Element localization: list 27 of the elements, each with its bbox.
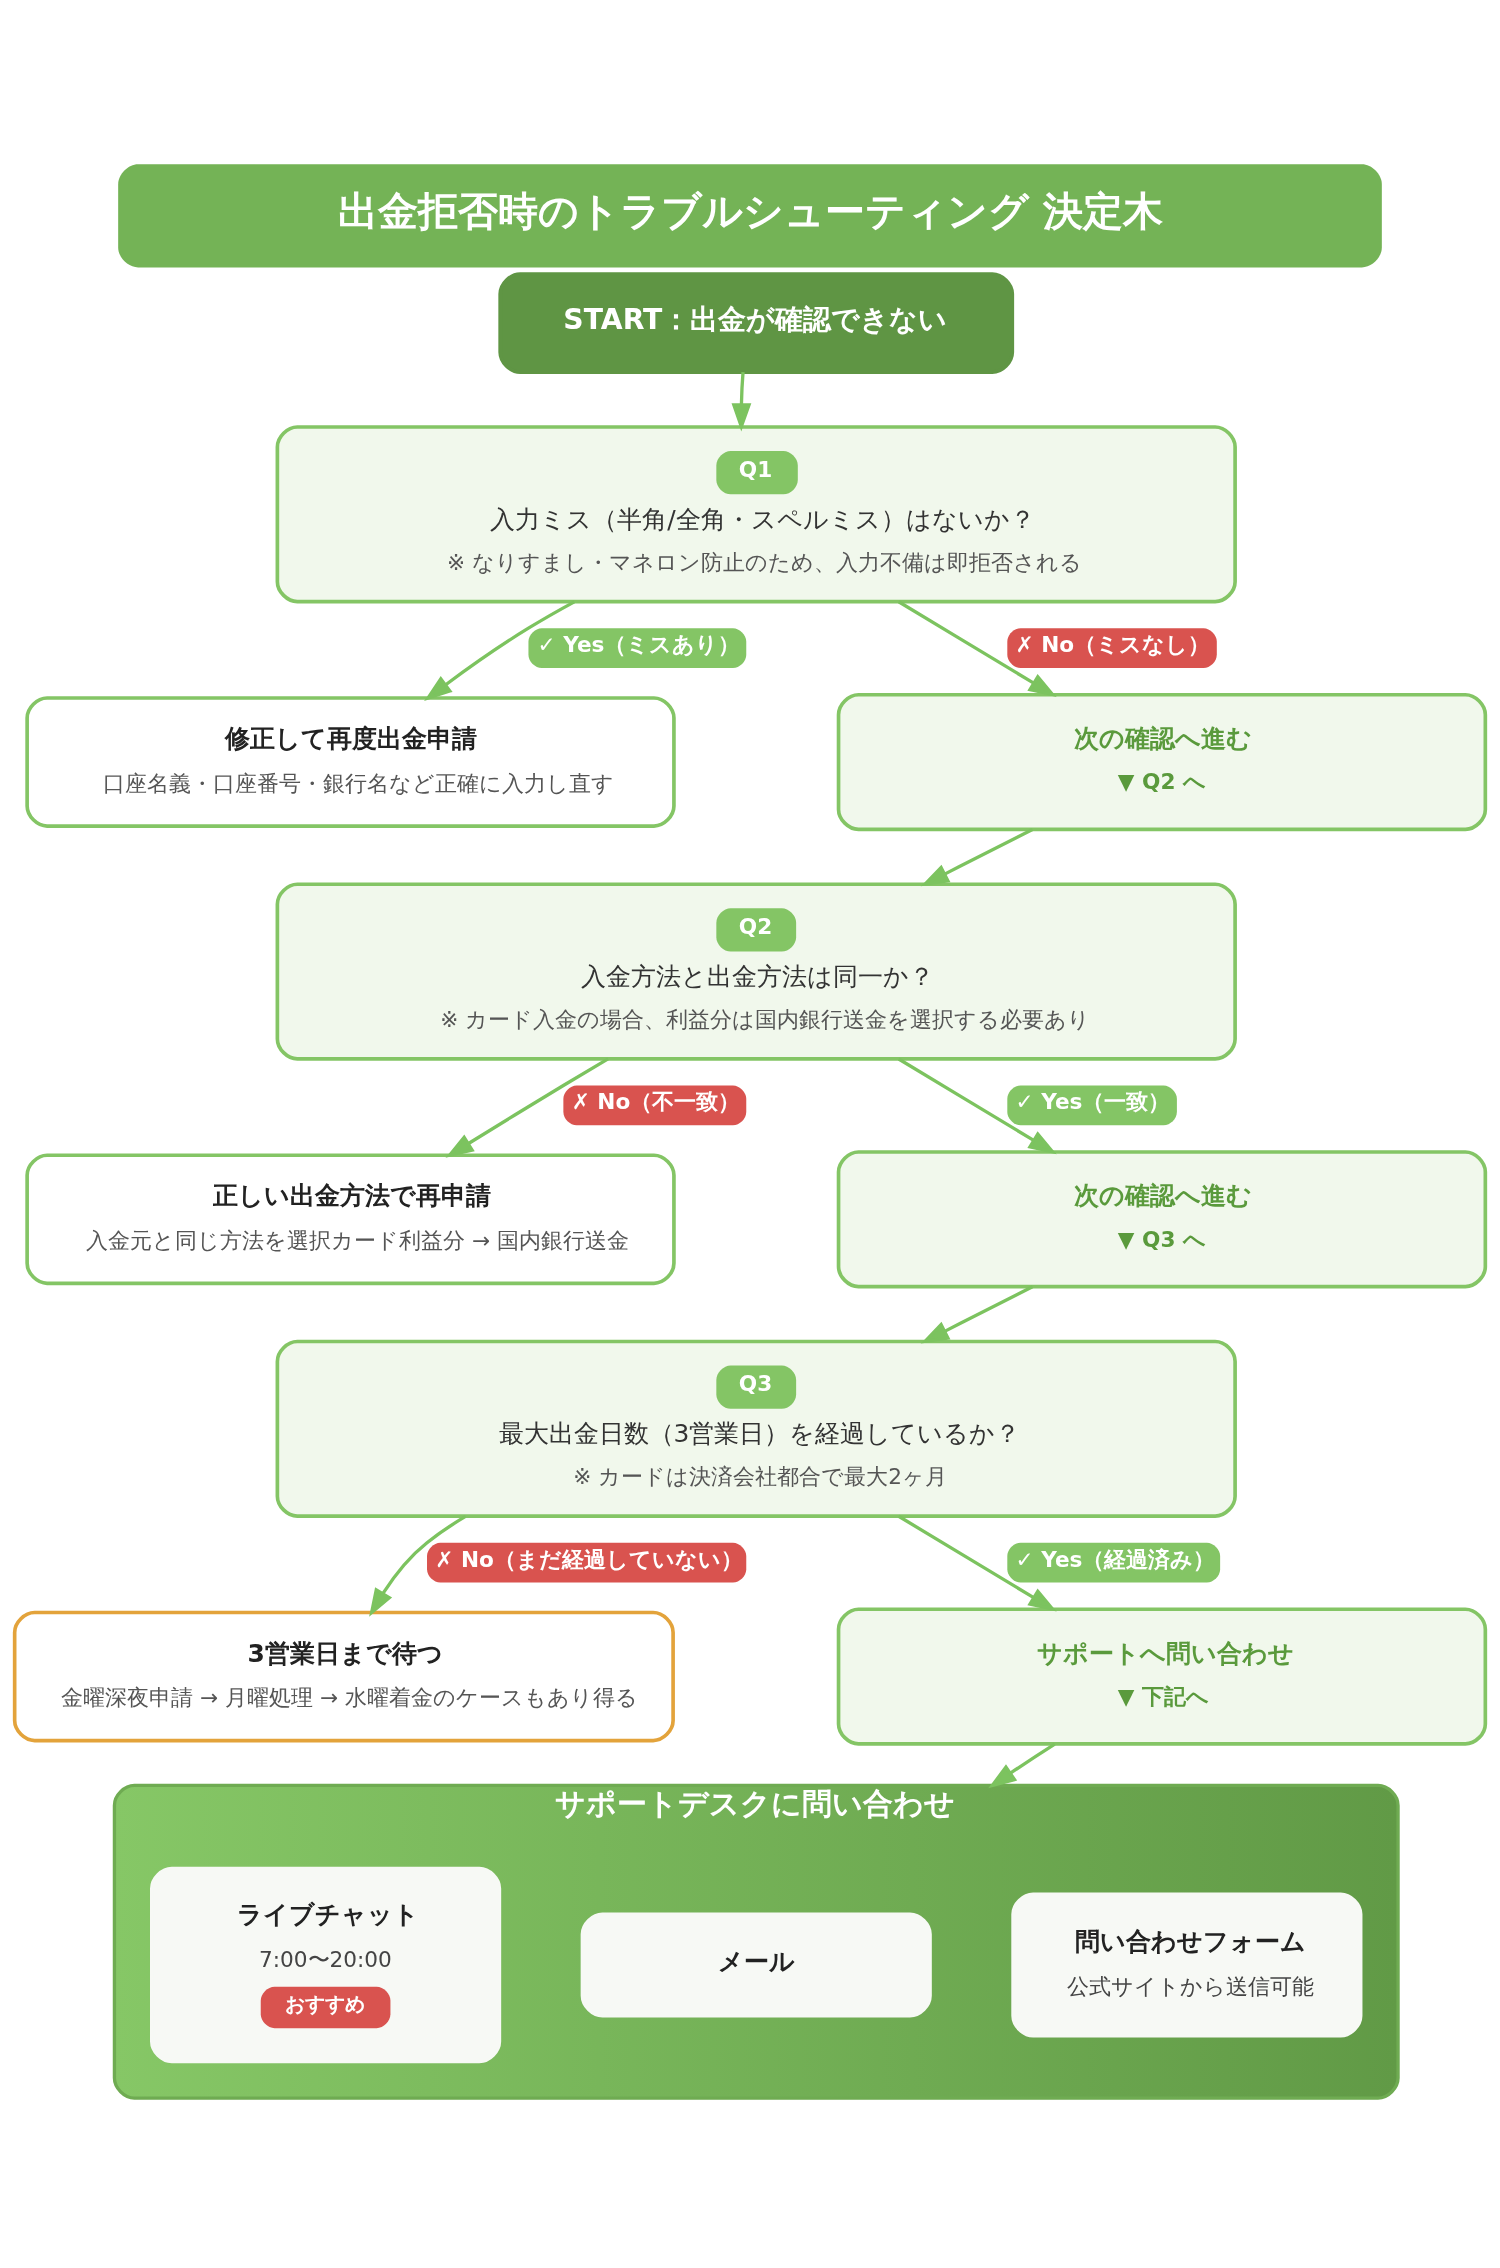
- arrow: [731, 371, 752, 431]
- edge-label: ✓ Yes（ミスあり）: [537, 631, 741, 657]
- node-box: Q2 入金方法と出金方法は同一か？ ※ カード入金の場合、利益分は国内銀行送金を選択する必要あり: [275, 881, 1237, 1061]
- arrow: [897, 599, 1057, 697]
- edge-label: ✓ Yes（経過済み）: [1015, 1546, 1216, 1572]
- node-box: 修正して再度出金申請 口座名義・口座番号・銀行名など正確に入力し直す: [25, 695, 676, 828]
- node-box: 問い合わせフォーム 公式サイトから送信可能: [1011, 1892, 1363, 2038]
- arrow: [920, 1284, 1034, 1344]
- node-box: Q3 最大出金日数（3営業日）を経過しているか？ ※ カードは決済会社都合で最大2ヶ月: [275, 1339, 1237, 1518]
- node-box: Q1 入力ミス（半角/全角・スペルミス）はないか？ ※ なりすまし・マネロン防止のため、入力不備は即拒否される: [275, 424, 1237, 603]
- arrow: [897, 1057, 1057, 1154]
- node-box: 正しい出金方法で再申請 入金元と同じ方法を選択カード利益分 → 国内銀行送金: [25, 1152, 676, 1285]
- node-box: START：出金が確認できない: [498, 271, 1015, 374]
- arrow: [920, 827, 1034, 886]
- edge-label: ✗ No（まだ経過していない）: [435, 1546, 743, 1572]
- edge-label: ✗ No（不一致）: [571, 1088, 741, 1114]
- edge-label: ✓ Yes（一致）: [1015, 1088, 1171, 1114]
- node-box: 次の確認へ進む ▼ Q3 へ: [836, 1149, 1488, 1288]
- node-box: 次の確認へ進む ▼ Q2 へ: [836, 692, 1488, 831]
- node-box: メール: [580, 1912, 932, 2018]
- arrow: [897, 1514, 1057, 1611]
- node-box: 3営業日まで待つ 金曜深夜申請 → 月曜処理 → 水曜着金のケースもあり得る: [12, 1610, 675, 1742]
- diagram-title: 出金拒否時のトラブルシューティング 決定木: [337, 186, 1163, 233]
- arrow: [988, 1742, 1056, 1788]
- node-box: ライブチャット 7:00〜20:00 おすすめ: [150, 1866, 502, 2063]
- node-box: サポートへ問い合わせ ▼ 下記へ: [836, 1606, 1488, 1746]
- edge-label: ✗ No（ミスなし）: [1015, 631, 1211, 657]
